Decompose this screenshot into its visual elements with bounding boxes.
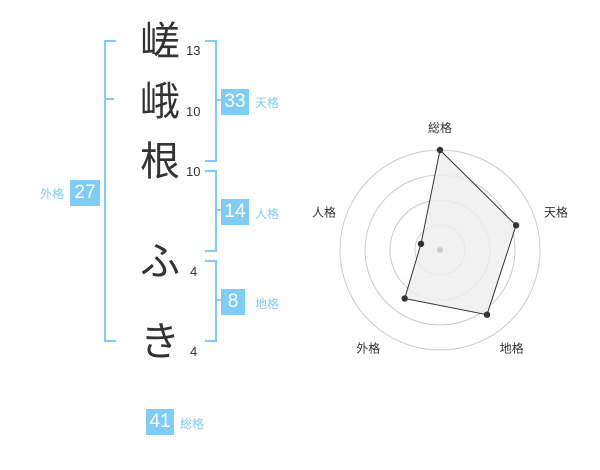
- tenkaku-bracket-tick: [215, 99, 221, 101]
- name-char-2: 峨: [140, 79, 180, 125]
- soukaku-label: 総格: [180, 417, 205, 431]
- stroke-count-4: 4: [190, 264, 198, 279]
- stroke-count-3: 10: [186, 164, 201, 179]
- jinkaku-bracket-tick: [215, 209, 221, 211]
- stroke-count-2: 10: [186, 104, 201, 119]
- stroke-count-5: 4: [190, 344, 198, 359]
- tenkaku-bracket: [205, 40, 217, 162]
- radar-axis-label-gaikaku: 外格: [356, 341, 380, 356]
- radar-point: [483, 311, 491, 318]
- gaikaku-bracket: [104, 40, 116, 342]
- radar-axis-labels: 総格 天格 地格 外格 人格: [312, 120, 568, 356]
- chikaku-bracket-tick: [215, 299, 221, 301]
- radar-center-dot: [437, 247, 443, 253]
- gaikaku-label: 外格: [40, 187, 65, 201]
- name-char-3: 根: [140, 139, 180, 185]
- chikaku-label: 地格: [255, 297, 280, 311]
- gaikaku-badge: 27: [70, 180, 100, 206]
- tenkaku-label: 天格: [255, 96, 280, 110]
- jinkaku-badge: 14: [221, 199, 249, 225]
- jinkaku-bracket: [205, 170, 217, 252]
- name-char-4: ふ: [140, 239, 180, 285]
- radar-points: [401, 146, 520, 318]
- gaikaku-bracket-tick: [104, 98, 114, 100]
- radar-axis-label-jinkaku: 人格: [312, 204, 336, 219]
- radar-axis-label-soukaku: 総格: [428, 120, 452, 135]
- jinkaku-label: 人格: [255, 207, 280, 221]
- radar-point: [417, 240, 425, 247]
- radar-point: [436, 146, 444, 154]
- stroke-count-1: 13: [186, 43, 201, 58]
- name-char-1: 嵯: [140, 19, 180, 65]
- radar-axis-label-tenkaku: 天格: [544, 204, 568, 219]
- radar-axis-label-chikaku: 地格: [500, 341, 524, 356]
- soukaku-badge: 41: [146, 409, 174, 435]
- name-char-5: き: [140, 319, 180, 365]
- radar-area: [404, 148, 517, 316]
- tenkaku-badge: 33: [221, 89, 249, 115]
- radar-point: [512, 222, 520, 229]
- chikaku-badge: 8: [221, 289, 245, 315]
- radar-point: [401, 295, 408, 302]
- chikaku-bracket: [205, 260, 217, 342]
